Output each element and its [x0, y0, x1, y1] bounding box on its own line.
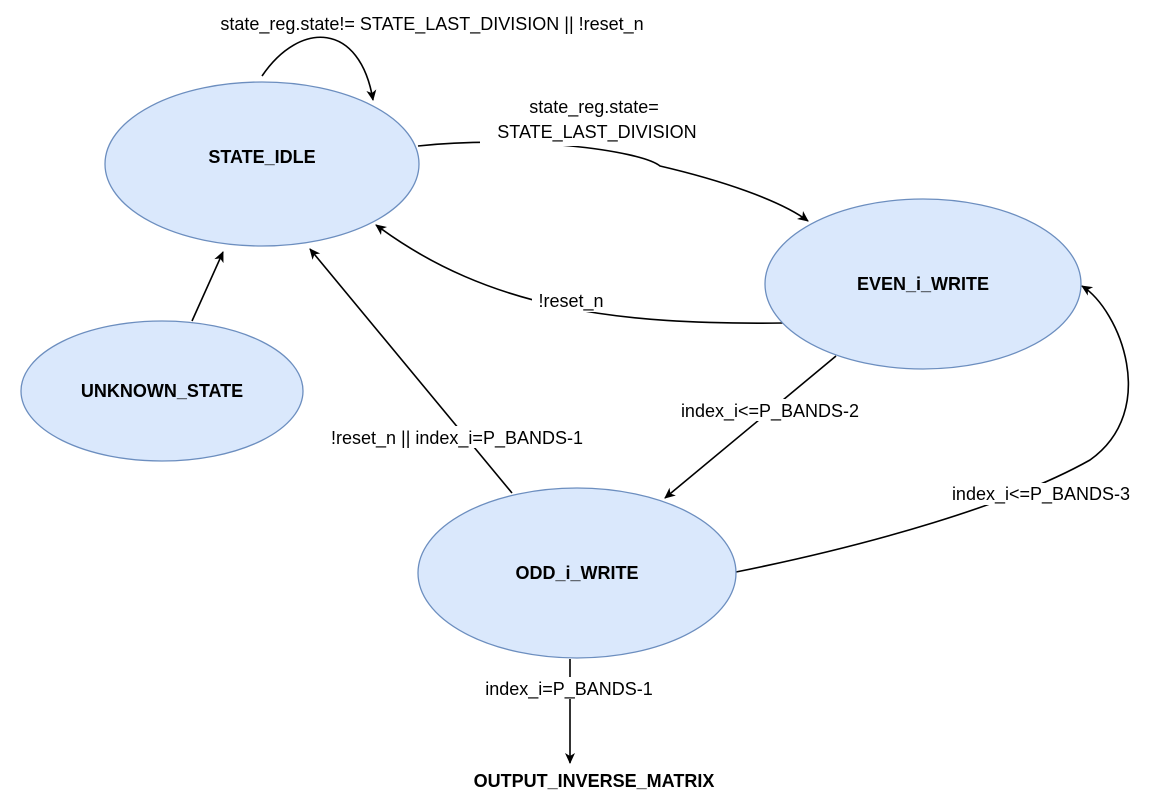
edge-even-to-odd [664, 355, 837, 499]
state-even-i-write-label: EVEN_i_WRITE [857, 274, 989, 294]
state-idle[interactable]: STATE_IDLE [104, 81, 420, 247]
label-idle-self-loop: state_reg.state!= STATE_LAST_DIVISION ||… [220, 14, 643, 35]
edge-odd-to-even [735, 285, 1130, 573]
label-idle-to-even-line1: state_reg.state= [529, 97, 659, 118]
label-even-to-odd: index_i<=P_BANDS-2 [681, 401, 859, 422]
state-odd-i-write[interactable]: ODD_i_WRITE [417, 487, 737, 659]
label-odd-to-even: index_i<=P_BANDS-3 [952, 484, 1130, 505]
state-unknown[interactable]: UNKNOWN_STATE [20, 320, 304, 462]
state-odd-i-write-ellipse [417, 487, 737, 659]
edge-odd-to-idle [309, 248, 513, 494]
state-even-i-write-ellipse [764, 198, 1082, 370]
state-odd-i-write-label: ODD_i_WRITE [515, 563, 638, 583]
state-output-inverse-matrix[interactable]: OUTPUT_INVERSE_MATRIX [474, 771, 715, 791]
label-even-to-idle: !reset_n [538, 291, 603, 312]
state-even-i-write[interactable]: EVEN_i_WRITE [764, 198, 1082, 370]
label-odd-to-idle: !reset_n || index_i=P_BANDS-1 [331, 428, 583, 449]
label-bg-odd-to-even [940, 483, 1144, 505]
label-bg-even-to-idle [532, 290, 608, 312]
state-output-inverse-matrix-label: OUTPUT_INVERSE_MATRIX [474, 771, 715, 791]
state-unknown-ellipse [20, 320, 304, 462]
label-bg-odd-to-output [473, 677, 665, 699]
label-bg-idle-to-even [480, 94, 714, 146]
edge-unknown-to-idle [191, 251, 224, 322]
label-odd-to-output: index_i=P_BANDS-1 [485, 679, 653, 700]
edge-idle-self-loop [261, 36, 377, 101]
edge-labels: state_reg.state!= STATE_LAST_DIVISION ||… [220, 14, 1144, 700]
label-idle-to-even-line2: STATE_LAST_DIVISION [497, 122, 696, 143]
label-bg-even-to-odd [669, 399, 871, 421]
edge-idle-to-even [417, 141, 809, 222]
state-unknown-label: UNKNOWN_STATE [81, 381, 243, 401]
state-idle-label: STATE_IDLE [208, 147, 315, 167]
label-bg-odd-to-idle [314, 426, 600, 448]
state-idle-ellipse [104, 81, 420, 247]
